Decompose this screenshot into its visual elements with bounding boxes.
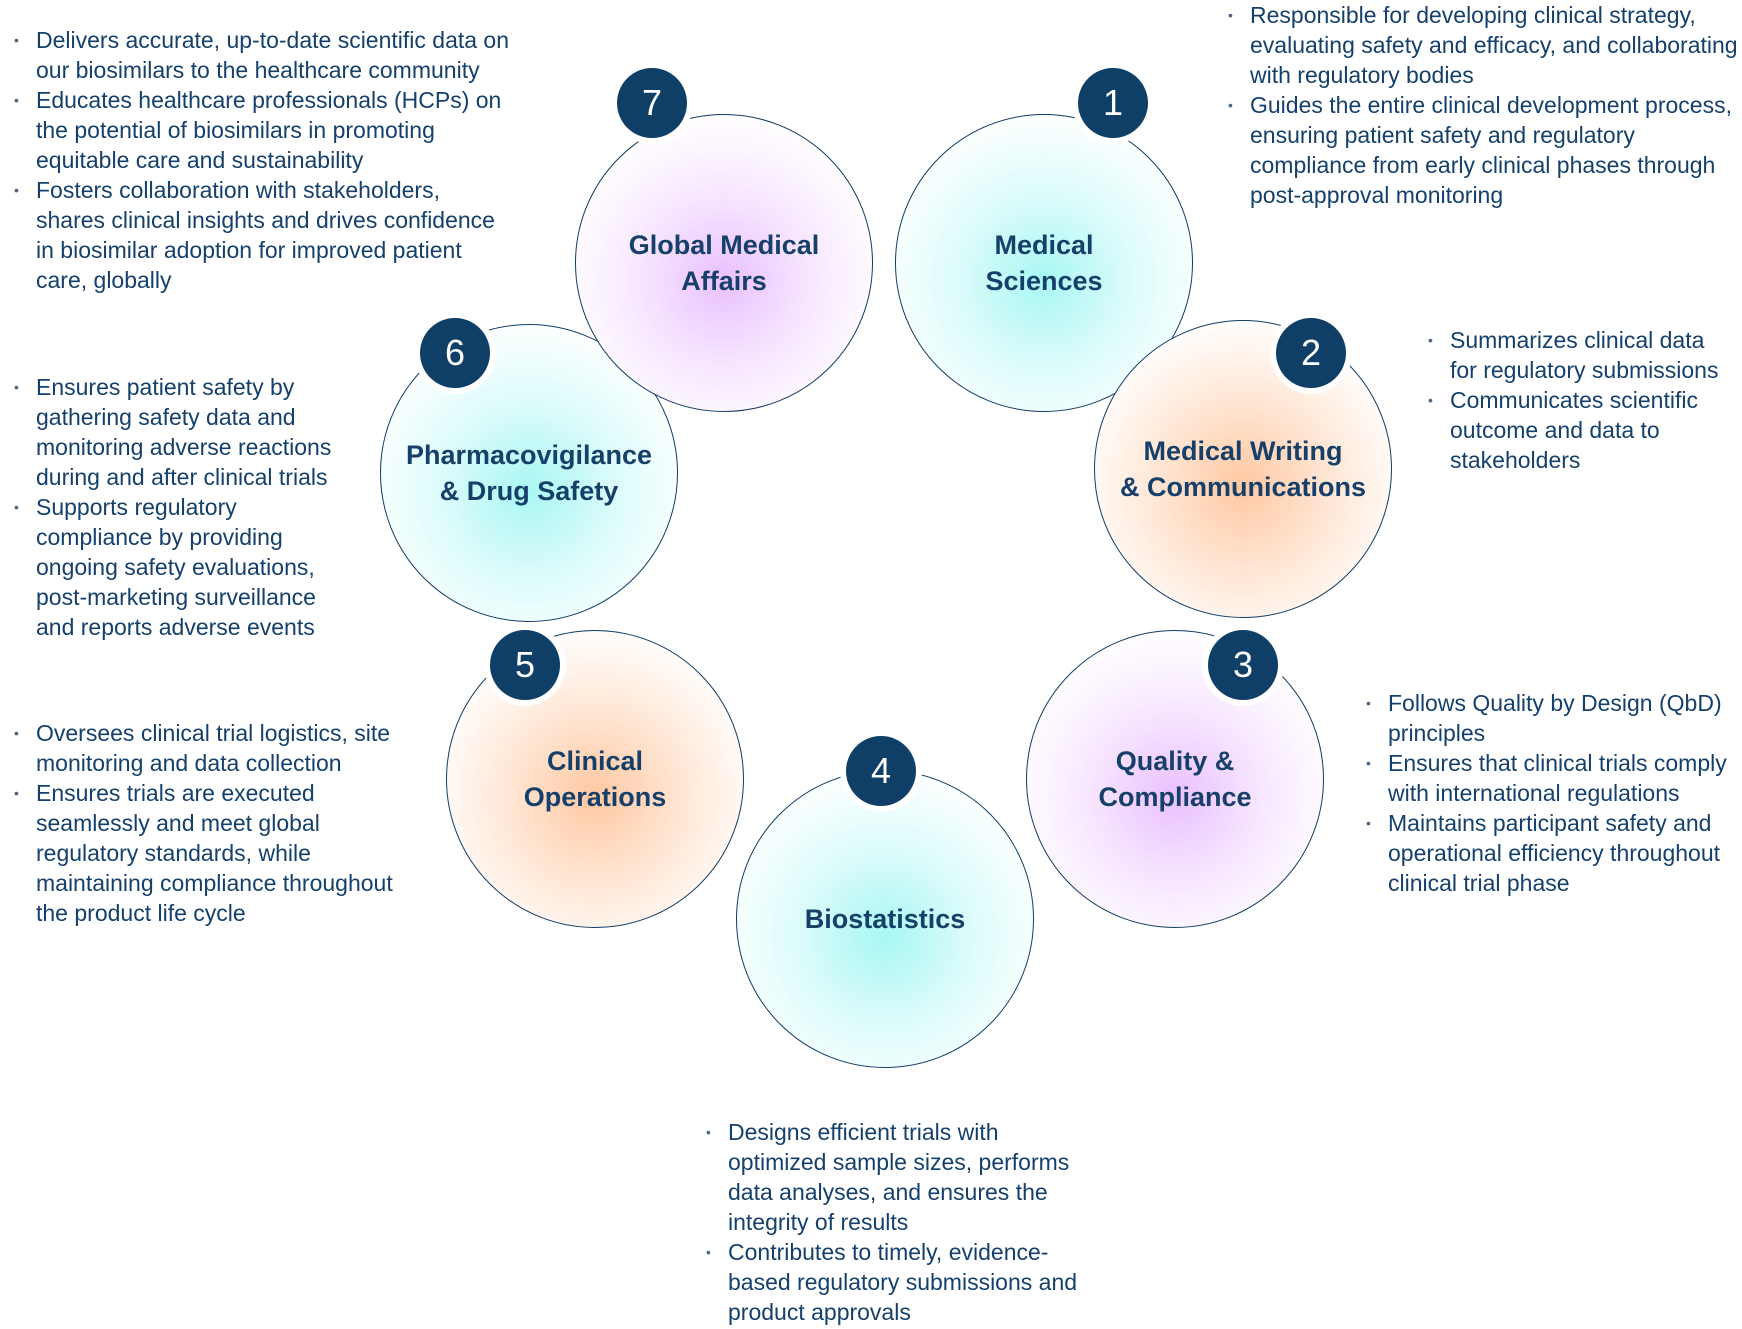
description-biostatistics: Designs efficient trials with optimized … (704, 1117, 1084, 1327)
bullet-item: Follows Quality by Design (QbD) principl… (1364, 688, 1742, 748)
bullet-item: Ensures patient safety by gathering safe… (12, 372, 352, 492)
description-pharmacovigilance: Ensures patient safety by gathering safe… (12, 372, 352, 642)
number-badge: 4 (846, 736, 916, 806)
bullet-item: Educates healthcare professionals (HCPs)… (12, 85, 512, 175)
bullet-item: Guides the entire clinical development p… (1226, 90, 1742, 210)
circle-medical-writing: Medical Writing & Communications (1094, 320, 1392, 618)
bullet-item: Fosters collaboration with stakeholders,… (12, 175, 512, 295)
description-medical-sciences: Responsible for developing clinical stra… (1226, 0, 1742, 210)
number-badge: 3 (1208, 630, 1278, 700)
bullet-item: Delivers accurate, up-to-date scientific… (12, 25, 512, 85)
department-name: Clinical Operations (523, 746, 667, 812)
bullet-item: Summarizes clinical data for regulatory … (1426, 325, 1726, 385)
department-name: Medical Sciences (985, 230, 1103, 296)
number-badge: 1 (1078, 68, 1148, 138)
department-name: Pharmacovigilance & Drug Safety (405, 440, 653, 506)
description-clinical-operations: Oversees clinical trial logistics, site … (12, 718, 422, 928)
circle-medical-sciences: Medical Sciences (895, 114, 1193, 412)
description-global-medical-affairs: Delivers accurate, up-to-date scientific… (12, 25, 512, 295)
department-name: Biostatistics (804, 904, 966, 934)
number-badge: 7 (617, 68, 687, 138)
number-badge: 6 (420, 318, 490, 388)
circle-clinical-operations: Clinical Operations (446, 630, 744, 928)
bullet-item: Designs efficient trials with optimized … (704, 1117, 1084, 1237)
bullet-item: Communicates scientific outcome and data… (1426, 385, 1726, 475)
description-quality-compliance: Follows Quality by Design (QbD) principl… (1364, 688, 1742, 898)
number-badge: 2 (1276, 318, 1346, 388)
bullet-item: Supports regulatory compliance by provid… (12, 492, 352, 642)
department-name: Global Medical Affairs (628, 230, 820, 296)
bullet-item: Oversees clinical trial logistics, site … (12, 718, 422, 778)
bullet-item: Maintains participant safety and operati… (1364, 808, 1742, 898)
number-badge: 5 (490, 630, 560, 700)
bullet-item: Responsible for developing clinical stra… (1226, 0, 1742, 90)
circle-quality-compliance: Quality & Compliance (1026, 630, 1324, 928)
department-name: Medical Writing & Communications (1119, 436, 1367, 502)
bullet-item: Ensures that clinical trials comply with… (1364, 748, 1742, 808)
circle-global-medical-affairs: Global Medical Affairs (575, 114, 873, 412)
department-name: Quality & Compliance (1098, 746, 1252, 812)
bullet-item: Ensures trials are executed seamlessly a… (12, 778, 422, 928)
bullet-item: Contributes to timely, evidence-based re… (704, 1237, 1084, 1327)
description-medical-writing: Summarizes clinical data for regulatory … (1426, 325, 1726, 475)
circle-biostatistics: Biostatistics (736, 770, 1034, 1068)
